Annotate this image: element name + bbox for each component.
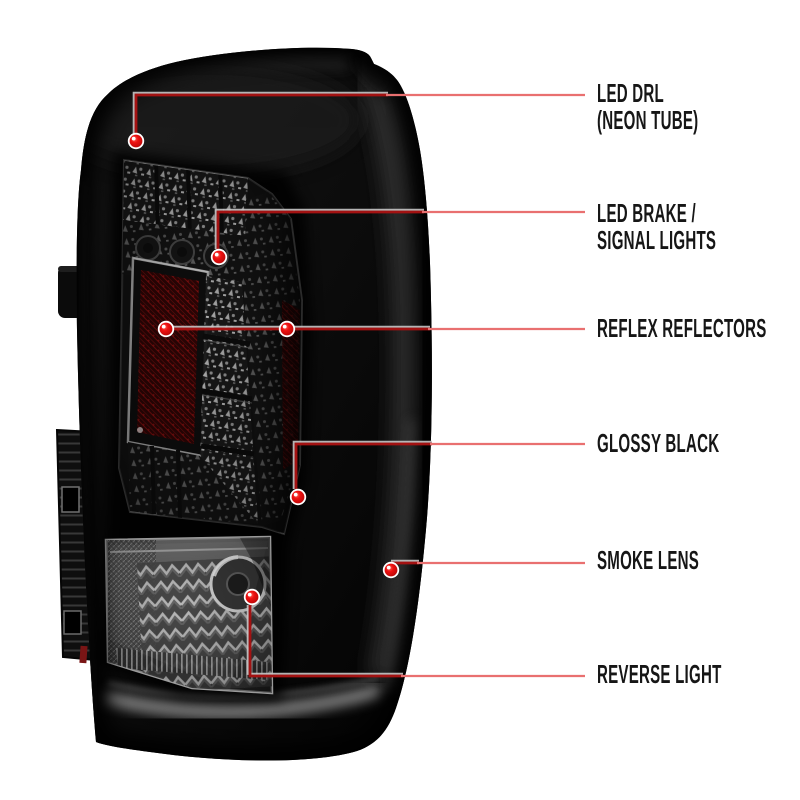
label-reflex-reflectors: REFLEX REFLECTORS — [597, 315, 767, 342]
callout-line-smoke-lens — [391, 559, 585, 565]
callout-dot-reflex-reflectors-right — [278, 320, 296, 338]
label-led-brake-signal-line1: LED BRAKE / — [597, 198, 696, 228]
bottom-sheen-band — [101, 683, 384, 719]
label-led-brake-signal: LED BRAKE / SIGNAL LIGHTS — [597, 200, 716, 254]
label-reverse-light: REVERSE LIGHT — [597, 661, 722, 688]
label-reflex-reflectors-line1: REFLEX REFLECTORS — [597, 313, 767, 343]
callout-dot-smoke-lens — [382, 561, 400, 579]
callout-dots — [127, 132, 400, 606]
label-smoke-lens-line1: SMOKE LENS — [597, 545, 700, 575]
callout-lines — [132, 91, 585, 678]
callout-line-led-drl — [132, 91, 585, 134]
callout-line-reflex-reflectors — [166, 325, 585, 331]
callout-dot-reverse-light — [243, 588, 261, 606]
label-smoke-lens: SMOKE LENS — [597, 547, 699, 574]
label-glossy-black: GLOSSY BLACK — [597, 430, 719, 457]
callout-line-reverse-light — [246, 605, 585, 678]
callout-dot-reflex-reflectors-left — [157, 320, 175, 338]
label-led-drl-line2: (NEON TUBE) — [597, 105, 699, 135]
label-glossy-black-line1: GLOSSY BLACK — [597, 428, 720, 458]
callout-line-glossy-black — [292, 440, 585, 489]
callout-line-led-brake-signal — [214, 208, 585, 249]
label-reverse-light-line1: REVERSE LIGHT — [597, 659, 722, 689]
label-led-drl: LED DRL (NEON TUBE) — [597, 80, 698, 134]
callout-dot-led-brake-signal — [210, 248, 228, 266]
callout-dot-glossy-black — [289, 488, 307, 506]
label-led-drl-line1: LED DRL — [597, 78, 664, 108]
label-led-brake-signal-line2: SIGNAL LIGHTS — [597, 225, 717, 255]
callout-dot-led-drl — [127, 132, 145, 150]
